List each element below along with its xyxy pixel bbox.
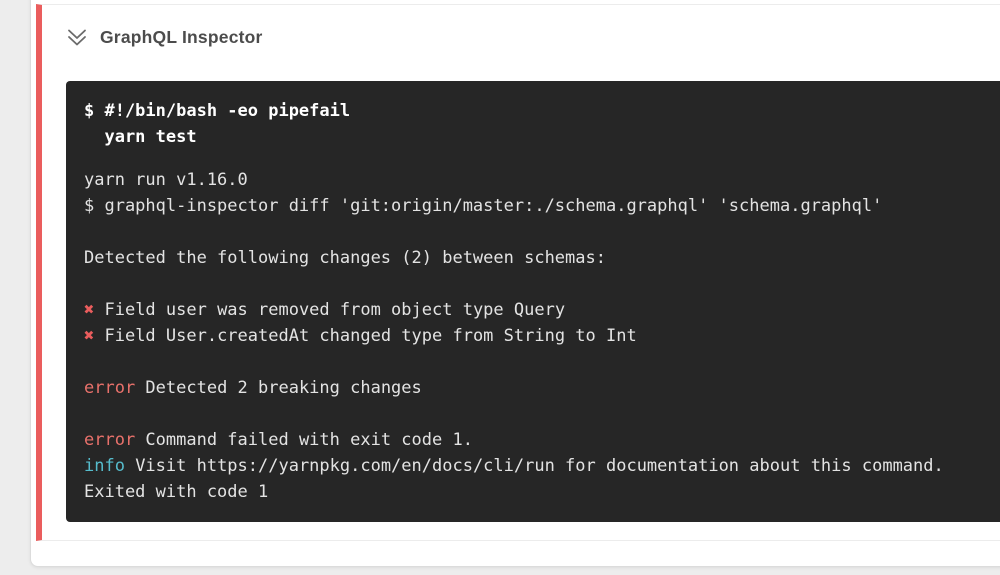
terminal-line [84,271,1000,297]
step-title: GraphQL Inspector [100,27,263,47]
terminal-line: info Visit https://yarnpkg.com/en/docs/c… [84,456,944,476]
terminal-command-line: yarn test [84,127,197,147]
terminal-output: $ #!/bin/bash -eo pipefail yarn test yar… [66,81,1000,522]
terminal-line: error Detected 2 breaking changes [84,378,422,398]
breaking-change-x-icon: ✖ [84,326,95,346]
step-header[interactable]: GraphQL Inspector [42,5,1000,75]
double-chevron-down-icon[interactable] [66,26,88,48]
terminal-command-line: $ #!/bin/bash -eo pipefail [84,101,351,121]
terminal-line: yarn run v1.16.0 [84,170,248,190]
terminal-line: Exited with code 1 [84,482,269,502]
terminal-line: error Command failed with exit code 1. [84,430,473,450]
terminal-line: ✖ Field User.createdAt changed type from… [84,326,637,346]
terminal-line [84,401,1000,427]
log-level-label: error [84,378,136,398]
terminal-log: yarn run v1.16.0 $ graphql-inspector diff… [84,167,1000,505]
terminal-line: Detected the following changes (2) betwe… [84,248,606,268]
terminal-line: ✖ Field user was removed from object typ… [84,300,566,320]
terminal-command-block: $ #!/bin/bash -eo pipefail yarn test [84,98,1000,150]
terminal-line: $ graphql-inspector diff 'git:origin/mas… [84,196,883,216]
log-level-label: info [84,456,125,476]
terminal-line [84,219,1000,245]
breaking-change-x-icon: ✖ [84,300,95,320]
build-output-card: GraphQL Inspector $ #!/bin/bash -eo pipe… [30,0,1000,567]
terminal-line [84,349,1000,375]
log-level-label: error [84,430,136,450]
step-section-graphql-inspector: GraphQL Inspector $ #!/bin/bash -eo pipe… [36,4,1000,541]
